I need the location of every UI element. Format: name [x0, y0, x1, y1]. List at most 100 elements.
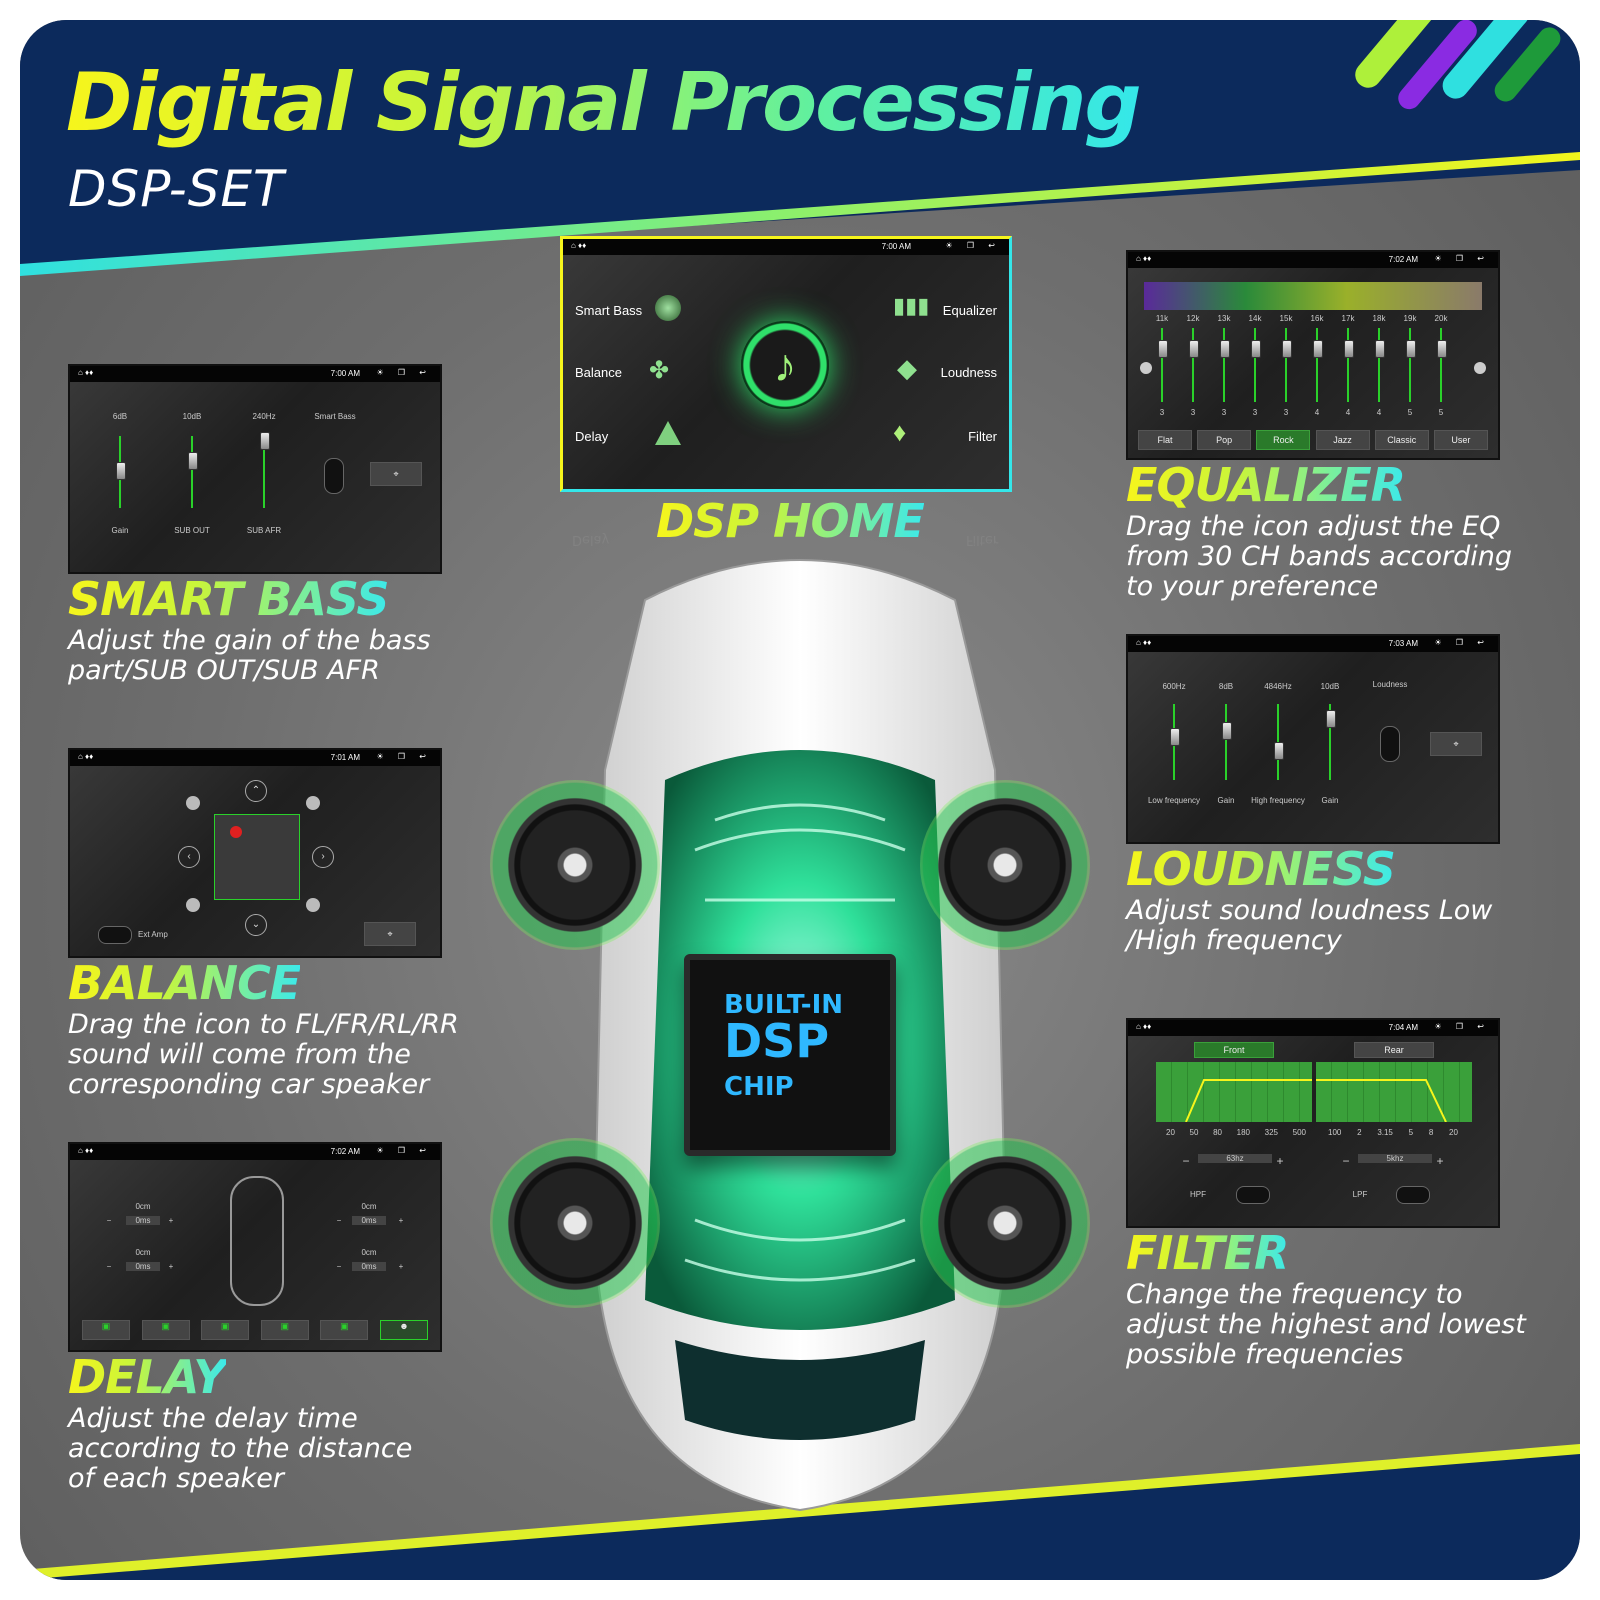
scroll-left-icon[interactable] — [1140, 362, 1152, 374]
menu-equalizer[interactable]: Equalizer — [942, 303, 997, 318]
slider-knob[interactable] — [1326, 710, 1336, 728]
slider-track[interactable] — [263, 436, 265, 508]
eq-band-knob[interactable] — [1189, 340, 1199, 358]
position-marker-icon[interactable] — [230, 826, 242, 838]
slider-knob[interactable] — [1170, 728, 1180, 746]
rl-ms[interactable]: 0ms — [126, 1262, 160, 1271]
eq-preset-pop[interactable]: Pop — [1197, 430, 1252, 450]
slider-knob[interactable] — [188, 452, 198, 470]
preset-button[interactable]: ▣ — [82, 1320, 130, 1340]
arrow-up-icon[interactable]: ⌃ — [245, 780, 267, 802]
tab-front[interactable]: Front — [1194, 1042, 1274, 1058]
eq-band-knob[interactable] — [1158, 340, 1168, 358]
slider-knob[interactable] — [260, 432, 270, 450]
eq-preset-jazz[interactable]: Jazz — [1315, 430, 1370, 450]
eq-band-freq: 15k — [1279, 314, 1293, 323]
minus-button[interactable]: − — [336, 1216, 342, 1225]
fl-cm: 0cm — [135, 1202, 151, 1211]
eq-band-knob[interactable] — [1344, 340, 1354, 358]
arrow-left-icon[interactable]: ‹ — [178, 846, 200, 868]
ext-amp-toggle[interactable] — [98, 926, 132, 944]
plus-button[interactable]: + — [168, 1216, 174, 1225]
filter-icon: ♦ — [893, 417, 907, 447]
page-subtitle: DSP-SET — [68, 160, 285, 218]
user-preset-button[interactable]: ☻ — [379, 1320, 428, 1340]
hpf-toggle[interactable] — [1236, 1186, 1270, 1204]
eq-band-freq: 12k — [1186, 314, 1200, 323]
plus-button[interactable]: + — [1276, 1154, 1284, 1168]
tab-rear[interactable]: Rear — [1354, 1042, 1434, 1058]
chip-line2: DSP — [724, 1014, 830, 1068]
slider-track[interactable] — [1225, 704, 1227, 780]
slider-track[interactable] — [191, 436, 193, 508]
eq-band-knob[interactable] — [1313, 340, 1323, 358]
eq-band-knob[interactable] — [1220, 340, 1230, 358]
menu-delay[interactable]: Delay — [575, 429, 609, 444]
menu-smart-bass[interactable]: Smart Bass — [575, 303, 643, 318]
minus-button[interactable]: − — [336, 1262, 342, 1271]
rear-freq-value[interactable]: 5khz — [1358, 1154, 1432, 1163]
eq-preset-user[interactable]: User — [1433, 430, 1488, 450]
eq-band-slider[interactable] — [1161, 328, 1163, 402]
arrow-down-icon[interactable]: ⌄ — [245, 914, 267, 936]
lpf-toggle[interactable] — [1396, 1186, 1430, 1204]
slider-knob[interactable] — [116, 462, 126, 480]
eq-band-slider[interactable] — [1223, 328, 1225, 402]
preset-button[interactable]: ▣ — [260, 1320, 309, 1340]
smart-bass-toggle[interactable] — [324, 458, 344, 494]
eq-band-slider[interactable] — [1378, 328, 1380, 402]
settings-target-button[interactable]: ⌖ — [364, 922, 416, 946]
eq-band-value: 3 — [1159, 408, 1165, 417]
front-freq-value[interactable]: 63hz — [1198, 1154, 1272, 1163]
plus-button[interactable]: + — [398, 1216, 404, 1225]
eq-preset-rock[interactable]: Rock — [1256, 430, 1311, 450]
fl-ms[interactable]: 0ms — [126, 1216, 160, 1225]
menu-filter[interactable]: Filter — [968, 429, 997, 444]
eq-band-slider[interactable] — [1254, 328, 1256, 402]
eq-band-value: 4 — [1314, 408, 1320, 417]
eq-band-knob[interactable] — [1251, 340, 1261, 358]
lpf-label: LPF — [1352, 1190, 1368, 1199]
eq-band-slider[interactable] — [1192, 328, 1194, 402]
scroll-right-icon[interactable] — [1474, 362, 1486, 374]
arrow-right-icon[interactable]: › — [312, 846, 334, 868]
eq-band-slider[interactable] — [1316, 328, 1318, 402]
settings-target-button[interactable]: ⌖ — [370, 462, 422, 486]
eq-band-slider[interactable] — [1347, 328, 1349, 402]
plus-button[interactable]: + — [1436, 1154, 1444, 1168]
eq-preset-flat[interactable]: Flat — [1138, 430, 1192, 450]
eq-band-slider[interactable] — [1285, 328, 1287, 402]
loudness-toggle[interactable] — [1380, 726, 1400, 762]
front-axis-tick: 20 — [1166, 1128, 1175, 1137]
rear-axis-tick: 100 — [1328, 1128, 1342, 1137]
eq-band-knob[interactable] — [1282, 340, 1292, 358]
minus-button[interactable]: − — [1342, 1154, 1350, 1168]
fr-ms[interactable]: 0ms — [352, 1216, 386, 1225]
eq-band-slider[interactable] — [1440, 328, 1442, 402]
plus-button[interactable]: + — [168, 1262, 174, 1271]
preset-button[interactable]: ▣ — [201, 1320, 250, 1340]
slider-knob[interactable] — [1274, 742, 1284, 760]
eq-band-knob[interactable] — [1437, 340, 1447, 358]
minus-button[interactable]: − — [1182, 1154, 1190, 1168]
slider-knob[interactable] — [1222, 722, 1232, 740]
preset-button[interactable]: ▣ — [320, 1320, 369, 1340]
loudness-icon: ◆ — [897, 353, 917, 383]
eq-band-knob[interactable] — [1375, 340, 1385, 358]
eq-preset-classic[interactable]: Classic — [1374, 430, 1429, 450]
minus-button[interactable]: − — [106, 1262, 112, 1271]
seat-grid[interactable] — [214, 814, 300, 900]
eq-band-knob[interactable] — [1406, 340, 1416, 358]
music-note-icon[interactable]: ♪ — [741, 321, 829, 409]
slider-track[interactable] — [1329, 704, 1331, 780]
plus-button[interactable]: + — [398, 1262, 404, 1271]
settings-target-button[interactable]: ⌖ — [1430, 732, 1482, 756]
preset-button[interactable]: ▣ — [141, 1320, 190, 1340]
rr-ms[interactable]: 0ms — [352, 1262, 386, 1271]
menu-loudness[interactable]: Loudness — [940, 365, 997, 380]
minus-button[interactable]: − — [106, 1216, 112, 1225]
eq-band-slider[interactable] — [1409, 328, 1411, 402]
menu-balance[interactable]: Balance — [575, 365, 622, 380]
